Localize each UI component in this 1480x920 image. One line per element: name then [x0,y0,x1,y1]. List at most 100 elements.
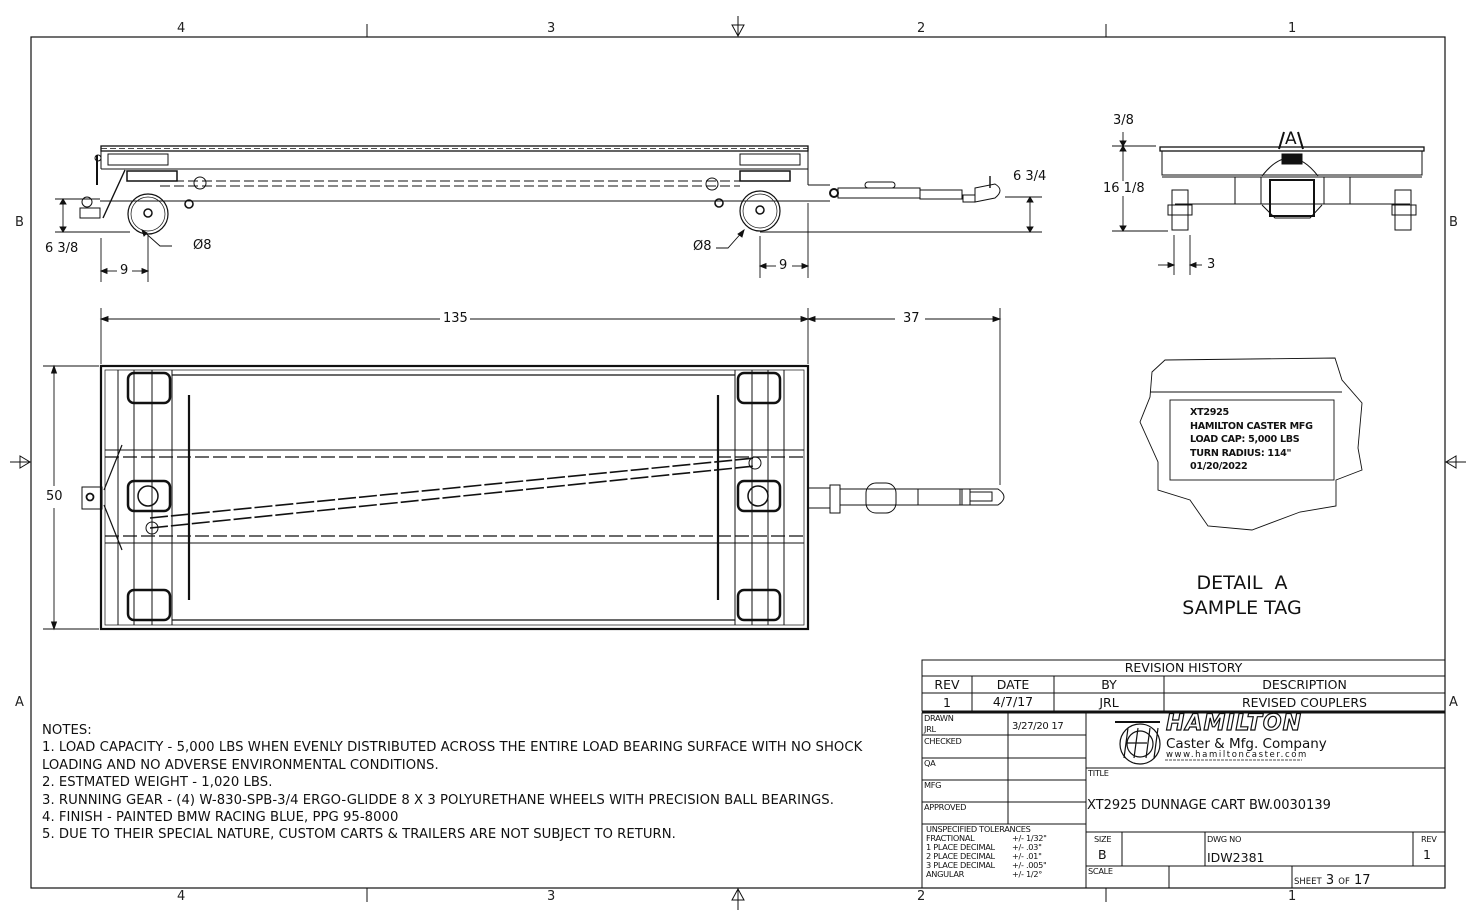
zone-label-left-a: A [15,695,24,710]
end-view [1159,131,1425,231]
date-cell: 4/7/17 [992,694,1034,709]
size-value: B [1098,847,1107,862]
note-line: 4. FINISH - PAINTED BMW RACING BLUE, PPG… [42,810,399,826]
rev-label: REV [1421,834,1437,844]
dim-tow-height: 6 3/4 [1012,169,1048,184]
detail-a-title: DETAIL A SAMPLE TAG [1160,571,1324,621]
detail-a-view [1139,357,1363,531]
tolerance-value: +/- 1/2° [1012,869,1043,879]
dim-tongue-length: 37 [902,311,921,326]
tolerance-label: 1 PLACE DECIMAL [926,842,995,852]
detail-a-title-line2: SAMPLE TAG [1182,597,1302,619]
rev-value: 1 [1423,847,1431,862]
qa-label: QA [924,758,936,768]
dim-rear-offset: 9 [119,263,130,278]
zone-label-bottom-1: 1 [1288,889,1297,904]
zone-label-bottom-4: 4 [177,889,186,904]
dim-hitch-height: 6 3/8 [44,241,80,256]
notes-section: NOTES: 1. LOAD CAPACITY - 5,000 LBS WHEN… [42,722,862,844]
by-header: BY [1101,677,1117,692]
dwg-no-value: IDW2381 [1207,850,1265,865]
company-subtitle: Caster & Mfg. Company [1166,736,1327,752]
hamilton-logo-icon [1115,721,1302,765]
dim-overall-width: 50 [45,489,64,504]
tolerance-value: +/- .03" [1012,842,1042,852]
plan-view-dimensions [43,308,1002,631]
tolerance-value: +/- .005" [1012,860,1047,870]
approved-label: APPROVED [924,802,967,812]
detail-callout-a: A [1285,129,1297,149]
revision-history-title: REVISION HISTORY [1124,660,1243,675]
tag-line: HAMILTON CASTER MFG [1190,420,1313,432]
tolerance-value: +/- .01" [1012,851,1042,861]
date-header: DATE [996,677,1030,692]
side-view-dimensions [55,196,1042,282]
note-line: 2. ESTMATED WEIGHT - 1,020 LBS. [42,775,273,791]
drawn-label: DRAWN [924,713,954,723]
note-line: 1. LOAD CAPACITY - 5,000 LBS WHEN EVENLY… [42,740,863,756]
tolerance-label: ANGULAR [926,869,965,879]
tolerances-block: UNSPECIFIED TOLERANCES FRACTIONAL +/- 1/3… [926,825,1086,879]
rev-cell: 1 [943,695,951,710]
zone-label-top-3: 3 [547,21,556,36]
sheet-label: SHEET [1294,877,1322,887]
dim-front-wheel-diameter: Ø8 [692,239,713,254]
tolerance-value: +/- 1/32" [1012,833,1047,843]
drawing-title: XT2925 DUNNAGE CART BW.0030139 [1087,798,1331,813]
dim-wheel-width: 3 [1206,257,1217,272]
rev-header: REV [934,677,960,692]
company-name: HAMILTON [1165,710,1303,736]
dim-deck-thickness: 3/8 [1112,113,1135,128]
zone-label-left-b: B [15,215,24,230]
drawn-by-value: JRL [924,724,936,734]
zone-label-right-b: B [1449,215,1458,230]
tolerance-label: FRACTIONAL [926,833,975,843]
of-label: OF [1338,877,1350,887]
tolerances-heading: UNSPECIFIED TOLERANCES [926,824,1031,834]
center-mark-right [1445,455,1466,469]
zone-label-top-2: 2 [917,21,926,36]
sample-tag: XT2925 HAMILTON CASTER MFG LOAD CAP: 5,0… [1190,406,1313,474]
tag-line: LOAD CAP: 5,000 LBS [1190,434,1300,446]
dwg-no-label: DWG NO [1207,834,1242,844]
sheet-total: 17 [1354,873,1371,888]
dim-overall-length: 135 [442,311,469,326]
drawn-date-value: 3/27/20 17 [1012,721,1064,732]
note-line: 5. DUE TO THEIR SPECIAL NATURE, CUSTOM C… [42,827,676,843]
revision-table-grid [921,659,1446,713]
zone-label-top-1: 1 [1288,21,1297,36]
tag-line: 01/20/2022 [1190,461,1248,473]
zone-label-bottom-2: 2 [917,889,926,904]
note-line: LOADING AND NO ADVERSE ENVIRONMENTAL CON… [42,757,439,773]
zone-label-top-4: 4 [177,21,186,36]
description-header: DESCRIPTION [1262,677,1347,692]
title-block-grid [921,712,1446,889]
zone-label-right-a: A [1449,695,1458,710]
size-label: SIZE [1094,834,1112,844]
center-mark-left [10,455,31,469]
note-line: 3. RUNNING GEAR - (4) W-830-SPB-3/4 ERGO… [42,792,834,808]
detail-a-title-line1: DETAIL A [1196,572,1288,594]
by-cell: JRL [1099,695,1119,710]
mfg-label: MFG [924,780,942,790]
tag-line: TURN RADIUS: 114" [1190,447,1292,459]
description-cell: REVISED COUPLERS [1242,695,1367,710]
center-mark-top [731,16,745,38]
scale-label: SCALE [1088,866,1113,876]
side-view [79,145,1001,235]
dim-rear-wheel-diameter: Ø8 [192,238,213,253]
company-website: www.hamiltoncaster.com [1166,750,1308,760]
plan-view [81,364,1005,631]
dim-overall-height: 16 1/8 [1102,181,1146,196]
sheet-number: SHEET 3 OF 17 [1294,873,1371,888]
sheet-value: 3 [1325,873,1335,888]
tolerance-label: 2 PLACE DECIMAL [926,851,995,861]
center-mark-bottom [731,887,745,910]
title-label: TITLE [1088,768,1109,778]
tag-line: XT2925 [1190,407,1229,418]
dim-front-offset: 9 [778,258,789,273]
zone-label-bottom-3: 3 [547,889,556,904]
checked-label: CHECKED [924,736,962,746]
tolerance-label: 3 PLACE DECIMAL [926,860,995,870]
